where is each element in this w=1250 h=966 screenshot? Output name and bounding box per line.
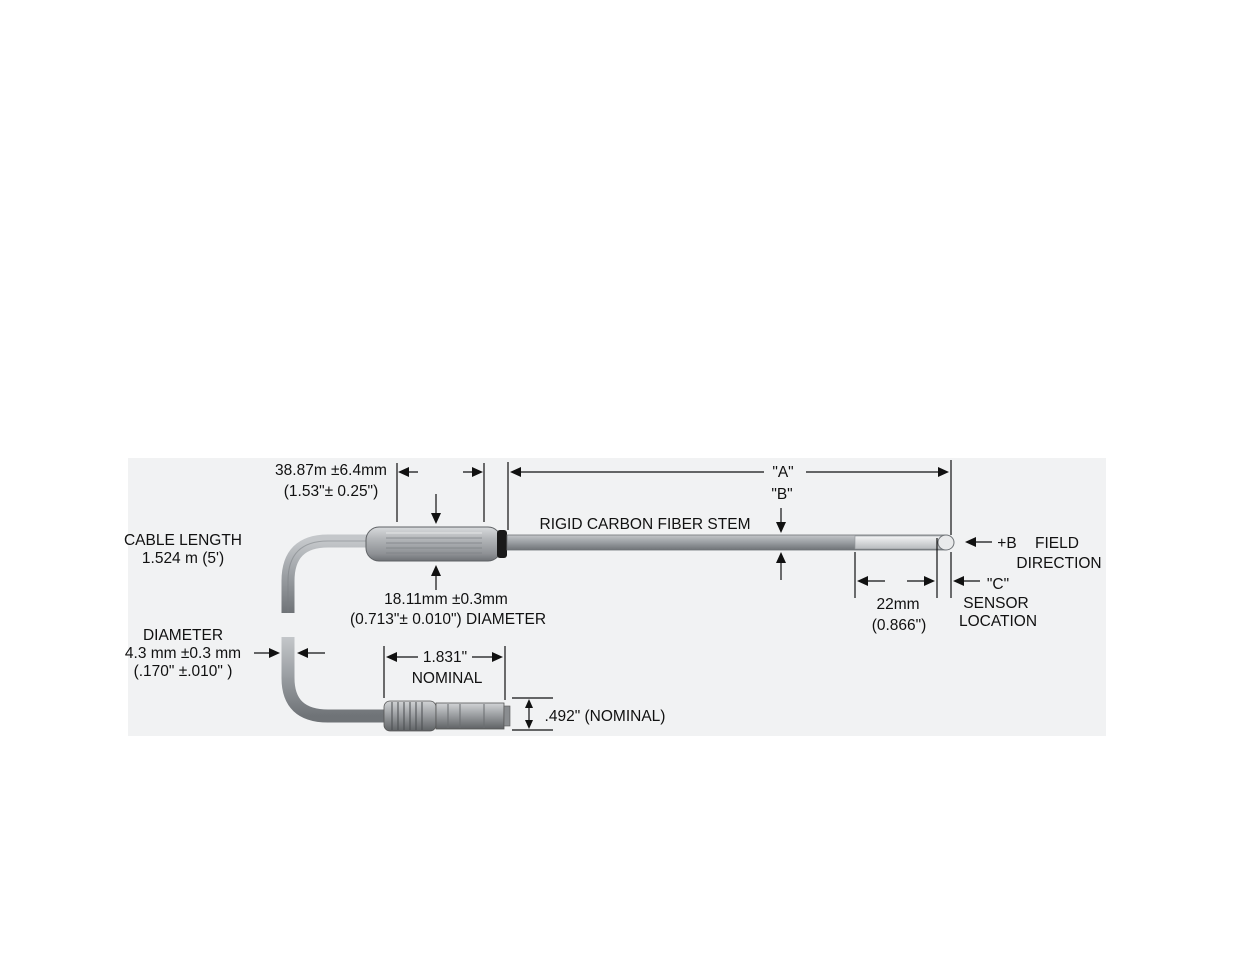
dimension-b-label: "B" [771, 486, 792, 503]
handle-diameter-dimension [431, 494, 441, 590]
dimension-a [507, 460, 952, 535]
tip-length-dimension [854, 538, 938, 598]
handle-length-dimension [396, 463, 485, 522]
sensor-label-1: "C" [987, 576, 1009, 593]
dimension-b [776, 508, 786, 580]
connector-diameter-label: .492" (NOMINAL) [545, 708, 666, 725]
connector-length-label-1: 1.831" [423, 649, 467, 666]
cable-diameter-label-3: (.170" ±.010" ) [134, 663, 233, 680]
cable-length-label-2: 1.524 m (5') [142, 550, 224, 567]
handle-ring [497, 530, 507, 558]
background-panel [128, 458, 1106, 736]
connector-diameter-dimension [512, 697, 553, 731]
cable-length-label-1: CABLE LENGTH [124, 532, 242, 549]
sensor-tip [854, 535, 946, 550]
tip-length-label-1: 22mm [876, 596, 919, 613]
tip-length-label-2: (0.866") [872, 617, 927, 634]
stem-label: RIGID CARBON FIBER STEM [540, 516, 751, 533]
sensor-location-dimension [950, 552, 980, 598]
handle-diameter-label-2: (0.713"± 0.010") DIAMETER [350, 611, 546, 628]
handle-diameter-label-1: 18.11mm ±0.3mm [384, 591, 508, 608]
sensor-label-2: SENSOR [963, 595, 1028, 612]
field-label-3: DIRECTION [1016, 555, 1101, 572]
connector-length-label-2: NOMINAL [412, 670, 483, 687]
handle-length-label-2: (1.53"± 0.25") [284, 483, 378, 500]
cable-diameter-dimension [254, 648, 325, 658]
dimension-a-label: "A" [772, 464, 793, 481]
connector-length-dimension [383, 646, 506, 700]
cable-lower [281, 637, 390, 723]
probe-handle [365, 526, 507, 562]
field-label-2: FIELD [1035, 535, 1079, 552]
cable-diameter-label-2: 4.3 mm ±0.3 mm [125, 645, 241, 662]
handle-length-label-1: 38.87m ±6.4mm [275, 462, 387, 479]
field-direction-arrow [965, 537, 992, 547]
sensor-label-3: LOCATION [959, 613, 1037, 630]
stem-end-cap [937, 534, 955, 551]
cable-diameter-label-1: DIAMETER [143, 627, 223, 644]
field-label-1: +B [997, 535, 1016, 552]
connector [383, 700, 511, 732]
